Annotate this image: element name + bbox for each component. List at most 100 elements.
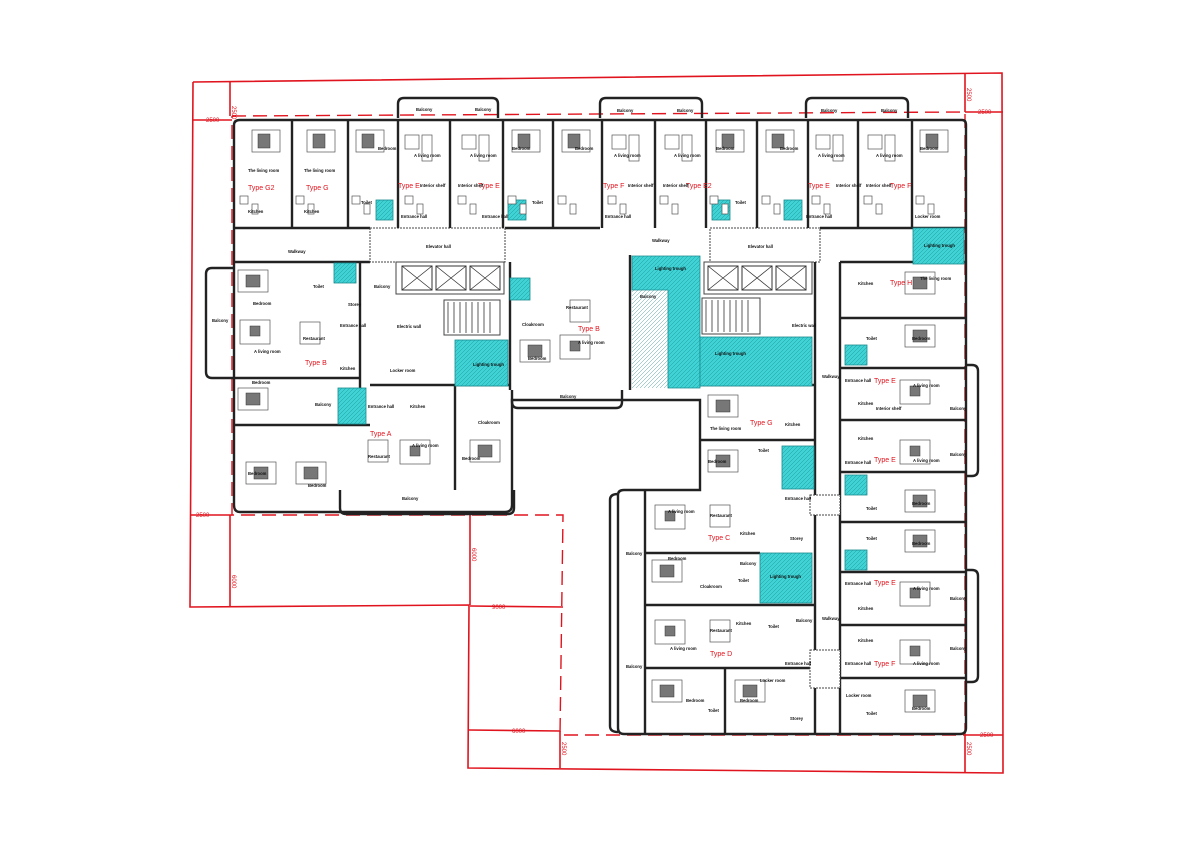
hatch-line [759, 552, 797, 590]
room-label: Locker room [915, 214, 941, 219]
hatch-line [631, 255, 653, 277]
hatch-line [333, 262, 355, 284]
hatch-line [844, 549, 850, 555]
room-label: A living room [670, 646, 697, 651]
hatch-line [695, 383, 701, 389]
room-label: Interior shelf [876, 406, 902, 411]
hatch-line [759, 552, 793, 586]
room-label: Bedroom [253, 301, 272, 306]
hatch-line [333, 262, 339, 268]
bed [659, 684, 675, 698]
hatch-line [333, 262, 343, 272]
room-label: Entrance hall [482, 214, 508, 219]
toilet [404, 195, 414, 205]
hatch-line [759, 552, 777, 570]
toilet [659, 195, 669, 205]
dining-table [709, 619, 731, 643]
toilet [507, 195, 517, 205]
room-label: A living room [913, 586, 940, 591]
hatch-line [781, 445, 795, 459]
hatch-line [932, 232, 965, 265]
hatch-line [781, 572, 813, 604]
hatch-line [920, 227, 958, 265]
toilet [915, 195, 925, 205]
room-labels: Balcony Balcony Balcony Balcony Balcony … [212, 107, 967, 721]
room-label: Entrance hall [368, 404, 394, 409]
room-label: Electric wall [792, 323, 816, 328]
hatch-line [912, 227, 930, 245]
hatch-line [806, 380, 813, 387]
coffee-table [909, 445, 921, 457]
hatch-line [631, 255, 641, 265]
sofa [884, 134, 896, 162]
room-label: Lighting trough [655, 266, 686, 271]
room-label: Kitchen [340, 366, 356, 371]
hatch-line [746, 336, 797, 387]
room-label: Balcony [881, 108, 898, 113]
hatch-line [496, 374, 509, 387]
coffee-table [569, 340, 581, 352]
hatch-line [337, 387, 347, 397]
hatch-line [663, 351, 701, 389]
hatch-line [519, 289, 531, 301]
room-label: Kitchen [304, 209, 320, 214]
room-label: Storey [790, 536, 804, 541]
room-label: Balcony [677, 108, 694, 113]
dimension-lines [190, 73, 1003, 773]
hatch-line [948, 248, 965, 265]
hatch-line [864, 567, 868, 571]
hatch-line [631, 275, 701, 345]
room-label: Kitchen [248, 209, 264, 214]
hatch-line [940, 240, 965, 265]
hatch-line [773, 564, 813, 604]
sink [363, 203, 371, 215]
room-label: A living room [412, 443, 439, 448]
coffee-table [909, 385, 921, 397]
unit-type-label: Type F [603, 183, 624, 190]
hatch-line [361, 419, 367, 425]
toilet [863, 195, 873, 205]
hatch-line [702, 336, 753, 387]
hatch-line [711, 199, 725, 213]
hatch-line [781, 445, 791, 455]
room-label: Walkway [652, 238, 670, 243]
hatch-line [476, 354, 509, 387]
room-label: Bedroom [686, 698, 705, 703]
hatch-line [631, 255, 697, 321]
unit-type-label: Type E [478, 183, 500, 190]
room-label: Toilet [532, 200, 543, 205]
dim-label: 2500 [230, 106, 236, 120]
hatch-line [492, 370, 509, 387]
hatch-line [783, 199, 797, 213]
hatch-line [790, 465, 815, 490]
hatch-line [337, 395, 367, 425]
hatch-line [460, 339, 508, 387]
hatch-line [844, 474, 854, 484]
room-label: A living room [818, 153, 845, 158]
room-label: Balcony [617, 108, 634, 113]
hatch-line [337, 387, 355, 405]
toilet [811, 195, 821, 205]
hatch-line [770, 344, 813, 387]
unit-type-label: Type F [890, 183, 911, 190]
bed [925, 133, 939, 149]
hatch-line [912, 227, 918, 233]
hatch-line [454, 339, 468, 353]
hatch-line [754, 336, 805, 387]
sink [773, 203, 781, 215]
room-label: Toilet [866, 711, 877, 716]
hatch-line [699, 336, 741, 378]
sofa [421, 134, 433, 162]
hatch-line [856, 559, 868, 571]
hatch-line [759, 552, 769, 562]
bed [361, 133, 375, 149]
building-walls [204, 96, 980, 736]
room-label: Balcony [315, 402, 332, 407]
room-label: Toilet [361, 200, 372, 205]
sink [619, 203, 627, 215]
sofa [461, 134, 477, 150]
hatch-line [383, 210, 394, 221]
toilet [295, 195, 305, 205]
hatch-line [454, 339, 500, 385]
hatch-line [353, 411, 367, 425]
